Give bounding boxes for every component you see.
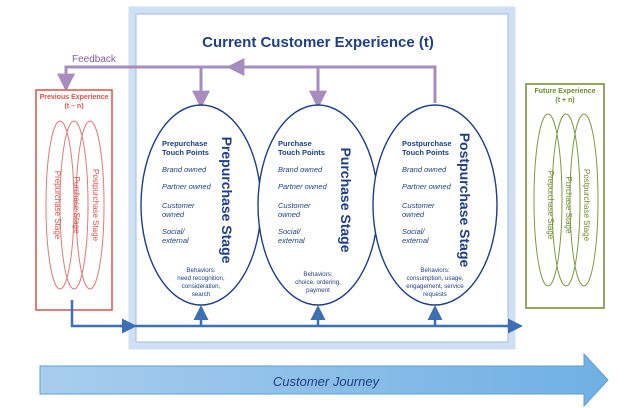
touch-point: Partner owned — [278, 182, 328, 191]
touch-point: external — [162, 236, 189, 245]
stage-heading: Touch Points — [402, 148, 449, 157]
touch-point: Social/ — [162, 227, 185, 236]
feedback-loop — [57, 58, 437, 109]
behaviors-text: consumption, usage, — [406, 275, 463, 282]
stage-postpurchase: Postpurchase Touch Points Brand owned Pa… — [402, 133, 473, 298]
future-prepurchase-label: Prepurchase Stage — [546, 171, 555, 240]
behaviors-text: Behaviors: — [186, 267, 216, 274]
stage-purchase: Purchase Touch Points Brand owned Partne… — [278, 139, 354, 294]
future-experience-title: Future Experience — [534, 88, 595, 95]
behaviors-text: search — [192, 291, 211, 298]
previous-prepurchase-label: Prepurchase Stage — [53, 171, 62, 240]
touch-point: owned — [278, 210, 301, 219]
stage-heading: Prepurchase — [162, 139, 207, 148]
future-experience-box — [525, 83, 605, 309]
touch-point: Partner owned — [402, 182, 452, 191]
touch-point: Brand owned — [162, 165, 207, 174]
behaviors-text: consideration, — [182, 283, 221, 290]
stage-name-vertical: Purchase Stage — [338, 147, 354, 252]
stage-name-vertical: Prepurchase Stage — [219, 137, 235, 264]
previous-experience-period: (t – n) — [64, 103, 83, 110]
stage-prepurchase: Prepurchase Touch Points Brand owned Par… — [162, 137, 235, 298]
future-postpurchase-label: Postpurchase Stage — [582, 169, 591, 242]
behaviors-text: engagement, service — [406, 283, 464, 290]
stage-heading: Touch Points — [162, 148, 209, 157]
future-experience-period: (t + n) — [555, 97, 574, 104]
touch-point: Customer — [162, 201, 195, 210]
stage-name-vertical: Postpurchase Stage — [457, 133, 473, 268]
touch-point: owned — [402, 210, 425, 219]
touch-point: Brand owned — [278, 165, 323, 174]
previous-experience-box — [35, 89, 113, 311]
current-experience-title: Current Customer Experience (t) — [202, 34, 434, 51]
touch-point: external — [402, 236, 429, 245]
behaviors-text: need recognition, — [177, 275, 225, 282]
stage-heading: Touch Points — [278, 148, 325, 157]
behaviors-text: Behaviors: — [303, 271, 333, 278]
stage-ellipses — [140, 104, 498, 306]
future-purchase-label: Purchase Stage — [564, 177, 573, 234]
touch-point: Social/ — [278, 227, 301, 236]
touch-point: owned — [162, 210, 185, 219]
stage-heading: Purchase — [278, 139, 312, 148]
behaviors-text: Behaviors: — [420, 267, 450, 274]
behaviors-text: payment — [306, 287, 330, 294]
stage-heading: Postpurchase — [402, 139, 452, 148]
previous-experience-title: Previous Experience — [40, 94, 109, 101]
customer-journey-label: Customer Journey — [273, 374, 381, 389]
behaviors-text: requests — [423, 291, 447, 298]
feedback-label: Feedback — [72, 54, 117, 65]
touch-point: Social/ — [402, 227, 425, 236]
behaviors-text: choice, ordering, — [295, 279, 341, 286]
touch-point: Brand owned — [402, 165, 447, 174]
customer-journey-arrow — [39, 352, 609, 408]
touch-point: Partner owned — [162, 182, 212, 191]
previous-purchase-label: Purchase Stage — [72, 177, 81, 234]
journey-flow-arrows — [70, 300, 523, 334]
touch-point: external — [278, 236, 305, 245]
previous-postpurchase-label: Postpurchase Stage — [91, 169, 100, 242]
touch-point: Customer — [402, 201, 435, 210]
touch-point: Customer — [278, 201, 311, 210]
